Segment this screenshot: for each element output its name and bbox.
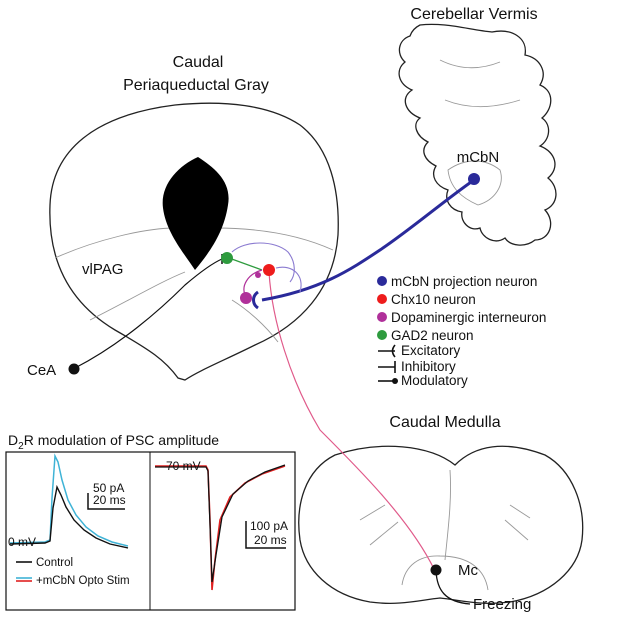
freezing-label: Freezing — [473, 596, 531, 613]
pag-section: Caudal Periaqueductal Gray vlPAG — [49, 54, 339, 381]
chx10-to-mc-projection — [268, 271, 435, 570]
inset-title-subscript: 2 — [18, 441, 24, 452]
cell-type-legend: mCbN projection neuron Chx10 neuron Dopa… — [377, 274, 546, 343]
pag-inner-line-right — [214, 227, 334, 251]
cerebellum-title: Cerebellar Vermis — [410, 6, 537, 23]
cerebellum-fold-2 — [444, 99, 521, 108]
chx10-loop — [275, 266, 302, 293]
medulla-section: Caudal Medulla Mc Freezing — [298, 414, 584, 613]
medulla-fiber-3 — [504, 519, 529, 541]
mcbn-projection-neuron — [468, 173, 480, 185]
right-holding-potential: -70 mV — [162, 459, 201, 473]
gad2-loop-to-mcbn — [231, 242, 295, 283]
medulla-title: Caudal Medulla — [389, 414, 500, 431]
gad2-neuron — [221, 252, 233, 264]
right-scale-amp: 100 pA — [250, 519, 288, 533]
mc-neuron — [430, 564, 442, 576]
synapse-legend: Excitatory Inhibitory Modulatory — [378, 343, 468, 388]
legend-label-mcbn: mCbN projection neuron — [391, 274, 537, 289]
pag-title-line1: Caudal — [173, 54, 224, 71]
left-trace-control — [9, 484, 129, 549]
medulla-mc-region — [401, 555, 489, 591]
medulla-fiber-1 — [359, 504, 386, 521]
inset-legend-control: Control — [36, 557, 73, 569]
cerebellum-outline — [398, 23, 557, 246]
legend-marker-da — [377, 312, 387, 322]
mcbn-label: mCbN — [457, 149, 500, 166]
cea-neuron — [68, 363, 80, 375]
aqueduct-shape — [162, 157, 229, 270]
inset-title: D2R modulation of PSC amplitude — [8, 432, 219, 452]
psc-inset: D2R modulation of PSC amplitude 50 pA 20… — [5, 432, 296, 611]
legend-marker-gad2 — [377, 330, 387, 340]
chx10-neuron — [263, 264, 275, 276]
cea-label: CeA — [27, 362, 56, 379]
vlpag-label: vlPAG — [82, 261, 123, 278]
inset-title-prefix: D — [8, 432, 18, 448]
legend-marker-mcbn — [377, 276, 387, 286]
right-scalebar — [245, 521, 286, 549]
gad2-to-chx10 — [228, 257, 263, 271]
freezing-output-line — [435, 570, 471, 605]
da-modulatory-terminal — [255, 272, 261, 278]
cea-projection — [74, 258, 223, 369]
left-scale-time: 20 ms — [93, 493, 126, 507]
excitatory-symbol — [378, 344, 396, 358]
cerebellum-fold-1 — [439, 59, 501, 69]
legend-marker-chx10 — [377, 294, 387, 304]
left-scale-amp: 50 pA — [93, 481, 124, 495]
legend-label-chx10: Chx10 neuron — [391, 292, 476, 307]
right-trace-control — [155, 464, 286, 583]
medulla-fiber-4 — [509, 504, 531, 519]
inset-title-suffix: R modulation of PSC amplitude — [24, 432, 220, 448]
legend-modulatory: Modulatory — [401, 373, 468, 388]
inset-legend-stim: +mCbN Opto Stim — [36, 575, 130, 587]
right-scale-time: 20 ms — [254, 533, 287, 547]
medulla-fiber-2 — [369, 521, 399, 546]
legend-inhibitory: Inhibitory — [401, 359, 456, 374]
legend-label-da: Dopaminergic interneuron — [391, 310, 546, 325]
pag-inner-line-lower-left — [89, 271, 186, 321]
dopaminergic-interneuron — [240, 292, 252, 304]
legend-excitatory: Excitatory — [401, 343, 461, 358]
mc-label: Mc — [458, 562, 478, 579]
mcbn-projection-axon — [261, 178, 475, 302]
pag-title-line2: Periaqueductal Gray — [123, 77, 269, 94]
mcbn-excitatory-terminal — [252, 290, 259, 310]
medulla-outline — [298, 445, 584, 604]
left-scalebar — [87, 493, 125, 510]
pag-outline — [49, 102, 339, 381]
pag-inner-line-left — [54, 227, 176, 259]
legend-label-gad2: GAD2 neuron — [391, 328, 474, 343]
modulatory-dot — [392, 378, 398, 384]
cerebellum-section: Cerebellar Vermis mCbN — [398, 6, 557, 246]
pag-inner-line-lower-right — [231, 299, 279, 343]
left-holding-potential: 0 mV — [8, 535, 36, 549]
inhibitory-symbol — [378, 361, 396, 373]
medulla-midline — [444, 469, 451, 561]
